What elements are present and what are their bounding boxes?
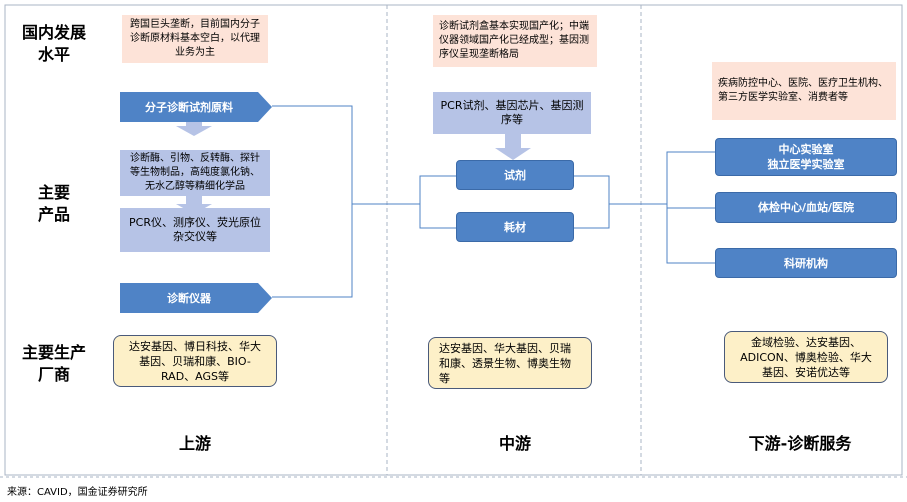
- reagent-raw-arrow-shape: [120, 92, 272, 122]
- research-box: 科研机构: [715, 248, 897, 278]
- row-label-main-products: 主要 产品: [37, 183, 70, 224]
- row-label-main-manufacturers: 主要生产 厂商: [21, 343, 86, 384]
- column-head-downstream: 下游-诊断服务: [748, 434, 852, 453]
- column-head-midstream: 中游: [498, 434, 531, 453]
- instrument-label: 诊断仪器: [167, 292, 211, 305]
- upstream-level-note: 跨国巨头垄断，目前国内分子诊断原材料基本空白，以代理业务为主: [122, 15, 268, 63]
- midstream-product-note: PCR试剂、基因芯片、基因测序等: [433, 92, 591, 134]
- reagent-raw-material-arrow: 分子诊断试剂原料: [120, 92, 272, 122]
- downstream-manufacturers: 金域检验、达安基因、ADICON、博奥检验、华大基因、安诺优达等: [724, 331, 888, 383]
- source-note: 来源：CAVID，国金证券研究所: [7, 487, 148, 498]
- upstream-manufacturers: 达安基因、博日科技、华大基因、贝瑞和康、BIO-RAD、AGS等: [113, 335, 277, 387]
- downstream-level-note: 疾病防控中心、医院、医疗卫生机构、第三方医学实验室、消费者等: [712, 62, 896, 120]
- physical-exam-box: 体检中心/血站/医院: [715, 192, 897, 223]
- instrument-arrow-shape: [120, 283, 272, 313]
- up-arrow-1: [176, 118, 212, 136]
- row-label-development-level: 国内发展 水平: [21, 23, 86, 64]
- instrument-detail-box: PCR仪、测序仪、荧光原位杂交仪等: [120, 208, 270, 252]
- midstream-reagent-box: 试剂: [456, 160, 574, 190]
- reagent-detail-box: 诊断酶、引物、反转酶、探针等生物制品，高纯度氯化钠、无水乙醇等精细化学品: [120, 150, 270, 196]
- central-lab-box: 中心实验室 独立医学实验室: [715, 138, 897, 176]
- column-head-upstream: 上游: [178, 434, 211, 453]
- instrument-arrow: 诊断仪器: [120, 283, 272, 313]
- midstream-manufacturers: 达安基因、华大基因、贝瑞和康、透景生物、博奥生物等: [428, 337, 592, 389]
- midstream-level-note: 诊断试剂盒基本实现国产化；中端仪器领域国产化已经成型；基因测序仪呈现垄断格局: [433, 15, 597, 67]
- reagent-raw-label: 分子诊断试剂原料: [145, 101, 233, 114]
- midstream-consumables-box: 耗材: [456, 212, 574, 242]
- up-arrow-2: [176, 196, 212, 214]
- mid-arrow: [495, 134, 531, 160]
